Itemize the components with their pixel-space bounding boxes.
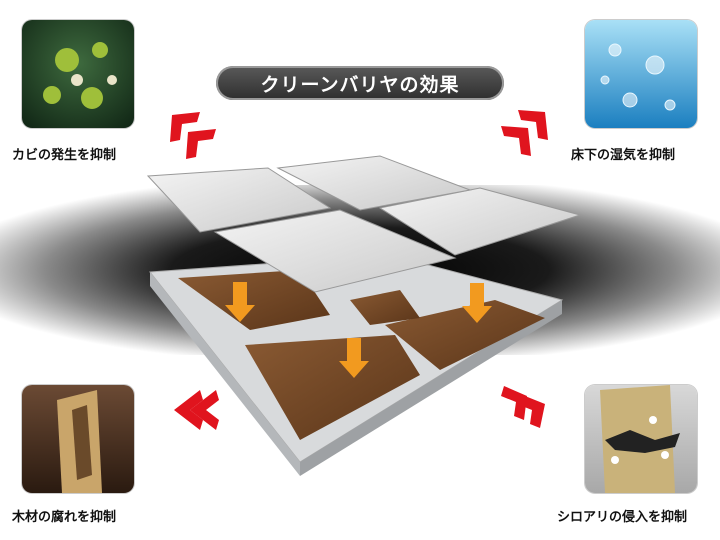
soil-area: [178, 270, 330, 330]
effect-label-wood-rot: 木材の腐れを抑制: [12, 510, 117, 525]
soil-area: [385, 300, 545, 370]
page-title: クリーンバリヤの効果: [216, 66, 504, 100]
rotten-wood-icon: [22, 385, 134, 493]
soil-area: [350, 290, 420, 325]
mold-icon: [22, 20, 134, 128]
barrier-sheet: [213, 209, 457, 293]
water-droplets-icon: [585, 20, 697, 128]
termite-icon: [585, 385, 697, 493]
effect-label-mold: カビの発生を抑制: [12, 148, 117, 163]
soil-area: [245, 335, 420, 440]
effect-label-termite: シロアリの侵入を抑制: [557, 510, 688, 525]
effect-label-humidity: 床下の湿気を抑制: [571, 148, 676, 163]
barrier-sheet: [146, 167, 332, 233]
down-arrow-icon: [225, 282, 492, 378]
barrier-sheet: [276, 155, 472, 211]
red-chevron-arrow-icon: [170, 110, 548, 430]
